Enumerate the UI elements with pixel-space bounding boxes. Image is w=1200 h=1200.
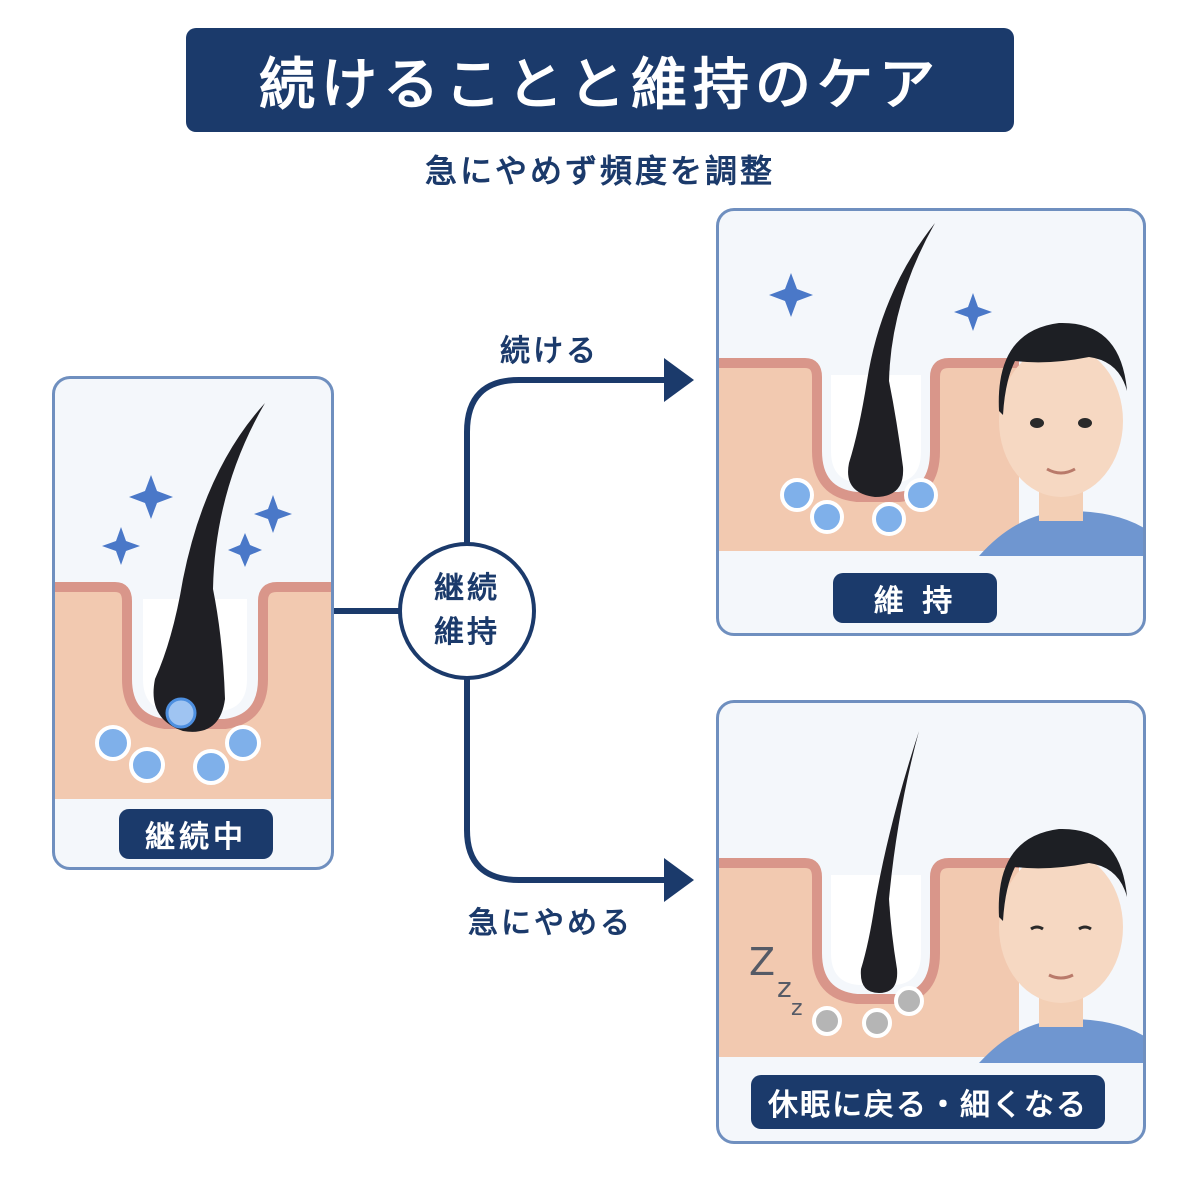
cell-icon (129, 747, 165, 783)
arrow-top-icon (664, 358, 694, 402)
top-right-panel: 維 持 (716, 208, 1146, 636)
sparkle-icon (254, 495, 292, 533)
top-right-illustration (719, 223, 1143, 556)
sparkle-icon (954, 293, 992, 331)
bottom-right-panel-label: 休眠に戻る・細くなる (751, 1075, 1105, 1129)
connector-bottom (464, 678, 670, 883)
top-right-panel-label: 維 持 (833, 573, 997, 623)
sparkle-icon (129, 475, 173, 519)
cell-icon (95, 725, 131, 761)
cell-icon (225, 725, 261, 761)
sleep-z-large: Z (749, 940, 775, 984)
left-panel: 継続中 (52, 376, 334, 870)
hair-strand (848, 223, 935, 497)
title-banner: 続けることと維持のケア (186, 28, 1014, 132)
person-icon (979, 828, 1143, 1063)
center-node-line2: 維持 (434, 615, 500, 650)
sleep-z-small: z (791, 996, 803, 1021)
left-panel-label: 継続中 (119, 809, 273, 859)
active-cell-icon (165, 697, 197, 729)
sparkle-icon (228, 533, 262, 567)
cell-icon (904, 478, 938, 512)
skin-edge (719, 858, 1019, 1004)
dormant-cell-icon (812, 1006, 842, 1036)
bottom-right-illustration: Z z z (719, 731, 1143, 1063)
dormant-cell-icon (862, 1008, 892, 1038)
branch-label-stop: 急にやめる (468, 906, 633, 941)
hair-strand (153, 403, 265, 732)
branch-label-continue: 続ける (500, 334, 599, 369)
bottom-right-panel-label-text: 休眠に戻る・細くなる (768, 1088, 1088, 1123)
bottom-right-panel: Z z z 休眠に戻る・細くなる (716, 700, 1146, 1144)
connector-top (464, 377, 670, 544)
sparkle-icon (102, 527, 140, 565)
skin-layer (719, 863, 1019, 1057)
sleep-z-medium: z (777, 971, 792, 1004)
cell-icon (780, 478, 814, 512)
cell-icon (193, 749, 229, 785)
cell-icon (810, 500, 844, 534)
left-panel-illustration (55, 403, 331, 799)
dormant-cell-icon (894, 986, 924, 1016)
subtitle: 急にやめず頻度を調整 (424, 152, 775, 190)
person-icon (979, 322, 1143, 556)
skin-edge (719, 358, 1019, 502)
cell-icon (872, 502, 906, 536)
top-right-panel-label-text: 維 持 (873, 584, 957, 619)
center-node-line1: 継続 (434, 571, 500, 606)
center-node: 継続 維持 (398, 542, 536, 680)
page-title: 続けることと維持のケア (259, 52, 941, 118)
arrow-bottom-icon (664, 858, 694, 902)
left-panel-label-text: 継続中 (145, 820, 247, 855)
sparkle-icon (769, 273, 813, 317)
thin-hair-strand (860, 731, 919, 993)
